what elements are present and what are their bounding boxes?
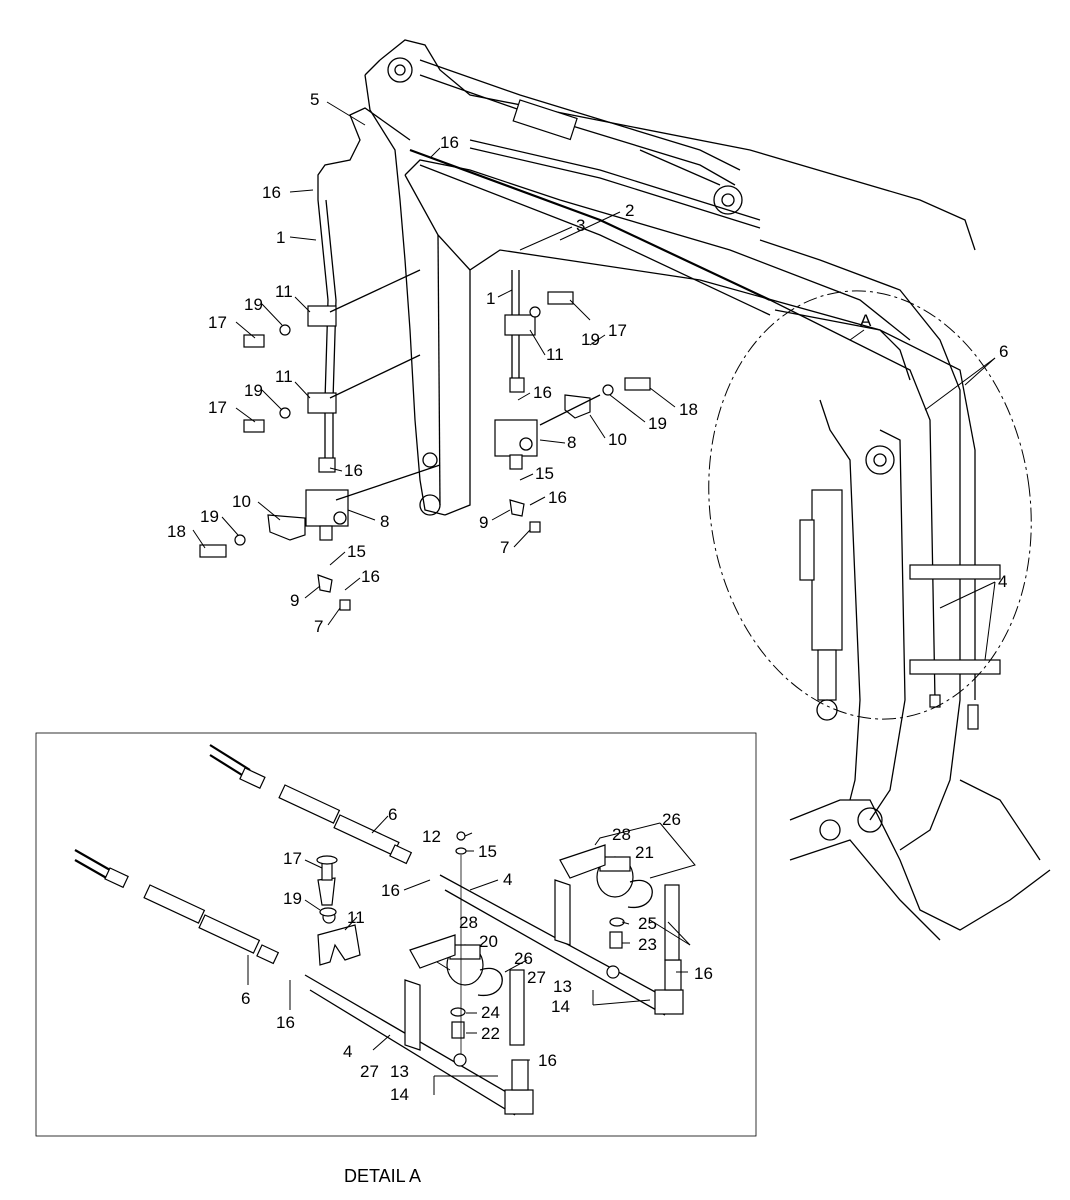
callout-11: 11 — [546, 345, 564, 364]
callout-16: 16 — [538, 1051, 557, 1070]
detail-a-boundary — [708, 290, 1032, 720]
callout-9: 9 — [290, 591, 299, 610]
callout-21: 21 — [635, 843, 654, 862]
callout-9: 9 — [479, 513, 488, 532]
callout-15: 15 — [478, 842, 497, 861]
callout-27: 27 — [527, 968, 546, 987]
callout-23: 23 — [638, 935, 657, 954]
detail-a-caption: DETAIL A — [344, 1166, 421, 1186]
boom — [364, 39, 1051, 941]
callout-17: 17 — [283, 849, 302, 868]
callout-28: 28 — [459, 913, 478, 932]
callout-16: 16 — [344, 461, 363, 480]
callout-3: 3 — [576, 216, 585, 235]
callout-5: 5 — [310, 90, 319, 109]
callout-17: 17 — [608, 321, 627, 340]
callout-16: 16 — [361, 567, 380, 586]
callout-15: 15 — [535, 464, 554, 483]
callout-16: 16 — [381, 881, 400, 900]
callout-18: 18 — [679, 400, 698, 419]
callout-11: 11 — [347, 908, 365, 927]
callout-12: 12 — [422, 827, 441, 846]
callout-8: 8 — [380, 512, 389, 531]
left-pipe-assembly — [199, 107, 441, 611]
callout-18: 18 — [167, 522, 186, 541]
callout-1: 1 — [486, 289, 495, 308]
callout-16: 16 — [262, 183, 281, 202]
callout-19: 19 — [244, 381, 263, 400]
callout-10: 10 — [232, 492, 251, 511]
callout-11: 11 — [275, 367, 293, 386]
callout-19: 19 — [648, 414, 667, 433]
callout-15: 15 — [347, 542, 366, 561]
callout-13: 13 — [390, 1062, 409, 1081]
callout-16: 16 — [694, 964, 713, 983]
callout-7: 7 — [500, 538, 509, 557]
callout-19: 19 — [283, 889, 302, 908]
callout-6: 6 — [999, 342, 1008, 361]
callout-1: 1 — [276, 228, 285, 247]
callouts-main: 5 16 16 1 11 19 17 11 19 17 16 10 8 19 1… — [167, 90, 1008, 636]
callout-20: 20 — [479, 932, 498, 951]
callout-16: 16 — [440, 133, 459, 152]
callout-16: 16 — [548, 488, 567, 507]
callout-19: 19 — [200, 507, 219, 526]
callout-A: A — [860, 311, 872, 330]
callout-22: 22 — [481, 1024, 500, 1043]
callout-11: 11 — [275, 282, 293, 301]
callout-17: 17 — [208, 313, 227, 332]
callout-16: 16 — [276, 1013, 295, 1032]
callout-4: 4 — [998, 572, 1007, 591]
callout-7: 7 — [314, 617, 323, 636]
callout-6: 6 — [388, 805, 397, 824]
callouts-detail: 6 12 15 17 16 4 19 11 28 26 21 28 20 25 … — [241, 805, 713, 1104]
callout-26: 26 — [662, 810, 681, 829]
callout-10: 10 — [608, 430, 627, 449]
callout-4: 4 — [343, 1042, 352, 1061]
callout-2: 2 — [625, 201, 634, 220]
callout-6: 6 — [241, 989, 250, 1008]
callout-28: 28 — [612, 825, 631, 844]
callout-25: 25 — [638, 914, 657, 933]
callout-26: 26 — [514, 949, 533, 968]
callout-14: 14 — [390, 1085, 409, 1104]
callout-8: 8 — [567, 433, 576, 452]
callout-4: 4 — [503, 870, 512, 889]
callout-13: 13 — [553, 977, 572, 996]
leader-lines — [192, 101, 996, 1095]
callout-16: 16 — [533, 383, 552, 402]
callout-19: 19 — [581, 330, 600, 349]
detail-a-drawing — [74, 744, 684, 1116]
right-pipe-assembly — [494, 270, 651, 533]
callout-27: 27 — [360, 1062, 379, 1081]
callout-14: 14 — [551, 997, 570, 1016]
callout-24: 24 — [481, 1003, 500, 1022]
detail-a-frame — [35, 732, 757, 1137]
callout-19: 19 — [244, 295, 263, 314]
callout-17: 17 — [208, 398, 227, 417]
